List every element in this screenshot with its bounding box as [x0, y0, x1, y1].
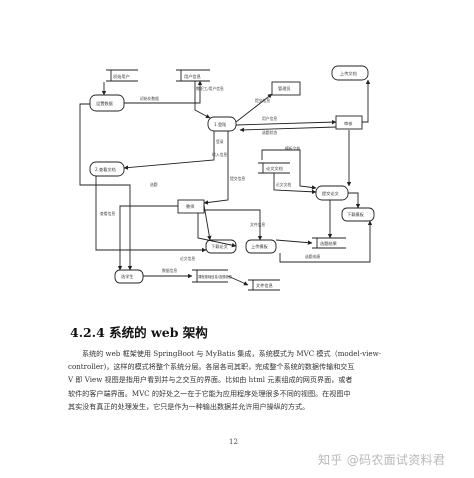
label-student: 选学生 — [121, 273, 134, 280]
watermark: 知乎 @码农面试资料君 — [318, 453, 446, 467]
edge-label: 论文文档 — [276, 182, 291, 187]
section-paragraph: 系统的 web 框架使用 SpringBoot 与 MyBatis 集成，系统模… — [68, 347, 418, 413]
section-heading: 4.2.4 系统的 web 架构 — [70, 325, 208, 340]
label-submit-doc: 提交论文 — [322, 190, 340, 197]
edge-label: 用户信息 — [262, 116, 277, 121]
paragraph-line: V 即 View 视图是指用户看到并与之交互的界面。比如由 html 元素组成的… — [68, 375, 353, 385]
edge-label: 选题状态 — [262, 130, 277, 135]
label-user-info: 用户信息 — [184, 73, 201, 80]
edge-label: 数据信息 — [162, 268, 177, 273]
edge-label: 初始化数据 — [140, 96, 159, 101]
data-flow-diagram: 初始用户 用户信息 设置数据 1.登陆 管理员 上传文档 审核 2.查看文档 论… — [79, 65, 375, 291]
entity-manage — [271, 81, 301, 96]
edge-label: 论文信息 — [180, 256, 195, 261]
label-download: 下载模板 — [347, 211, 365, 218]
edge-label: 提交信息 — [230, 176, 245, 181]
label-login: 1.登陆 — [214, 121, 226, 128]
edges — [79, 79, 373, 286]
edge-label: 查看信息 — [100, 211, 115, 216]
store-user-info — [176, 69, 210, 82]
label-manage: 管理员 — [278, 85, 291, 92]
label-doc-record: 论文文档 — [266, 165, 283, 172]
label-upload-file: 上传文档 — [340, 70, 357, 77]
paragraph-line: 其实没有真正的处理发生，它只是作为一种输出数据并允许用户操纵的方式。 — [68, 401, 310, 411]
edge-label: 文件信息 — [250, 222, 265, 227]
paragraph-line: 软件的客户端界面。MVC 的好处之一在于它能为应用程序处理很多不同的视图。在视图… — [68, 388, 351, 398]
edge-label: 登录 — [216, 139, 224, 144]
edge-label: 提交信息 — [255, 98, 270, 103]
label-role-maintain: 初始用户 — [113, 73, 130, 80]
label-doc-info: 课程基础信息/选题信息 — [198, 274, 233, 279]
edge-label: 教职工/用户信息 — [196, 86, 224, 91]
label-teacher: 教师 — [186, 203, 194, 210]
edge-label: 选题成绩 — [305, 254, 320, 259]
store-file-record — [248, 279, 280, 291]
label-select-result: 选题结果 — [320, 240, 338, 247]
label-audit: 审核 — [344, 120, 353, 127]
label-upload-task: 上传模板 — [251, 243, 269, 250]
paragraph-line: 系统的 web 框架使用 SpringBoot 与 MyBatis 集成，系统模… — [82, 349, 382, 358]
edge-label: 输入信息 — [212, 152, 227, 157]
edge-label: 选题 — [150, 182, 158, 187]
store-role-maintain — [106, 69, 138, 82]
edge-label: 模板文档 — [285, 146, 300, 151]
page-number: 12 — [229, 438, 238, 446]
label-file-record: 文件信息 — [256, 282, 273, 289]
paragraph-line: controller)，这样的模式将整个系统分层。各层各司其职，完成整个系统的数… — [68, 362, 355, 372]
label-settle: 设置数据 — [96, 100, 113, 107]
label-check-doc: 2.查看文档 — [95, 166, 116, 173]
process-login — [207, 116, 237, 132]
store-doc-info — [192, 269, 228, 283]
label-download-doc: 下载论文 — [211, 243, 229, 250]
process-upload-file — [331, 65, 369, 81]
